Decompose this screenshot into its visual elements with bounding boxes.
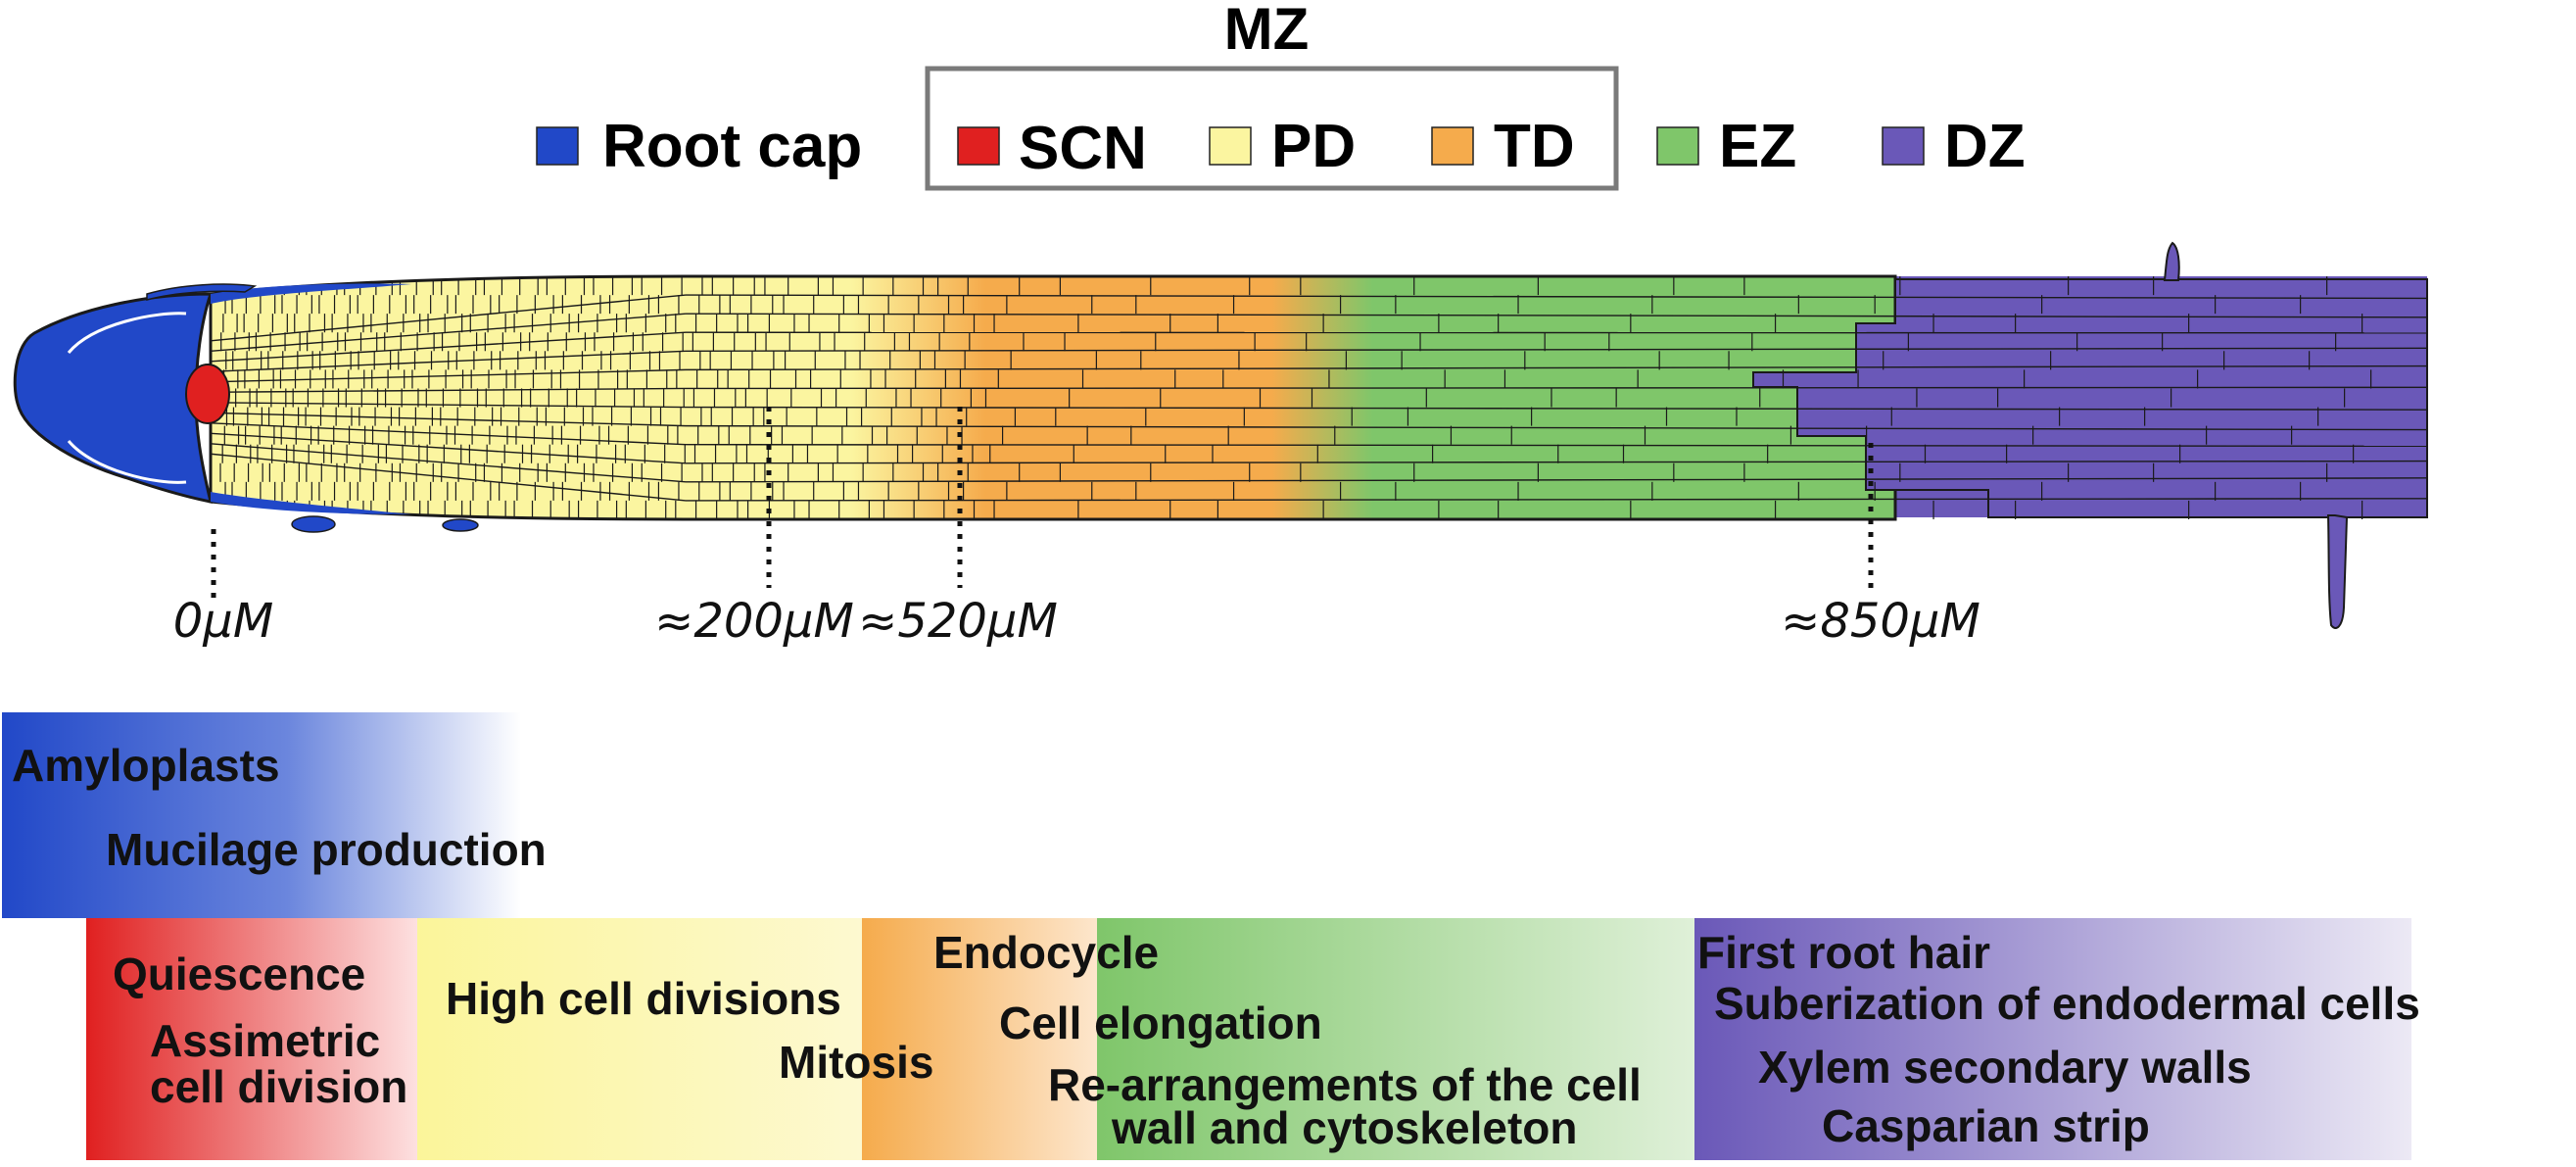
feature-assimetric: Assimetric	[150, 1015, 380, 1066]
legend-swatch-dz	[1882, 126, 1925, 166]
cell-wall	[211, 387, 687, 394]
band-ez	[1097, 918, 1694, 1160]
legend-swatch-scn	[957, 126, 1000, 166]
feature-cell-elongation: Cell elongation	[999, 997, 1322, 1048]
root-cap-lateral-bottom	[211, 492, 411, 514]
feature-high-cell-divisions: High cell divisions	[446, 973, 841, 1024]
root-illustration	[13, 241, 2428, 629]
legend-label-pd: PD	[1271, 113, 1356, 180]
legend-label-root-cap: Root cap	[602, 113, 862, 180]
band-pd	[417, 918, 862, 1160]
feature-mucilage: Mucilage production	[106, 824, 547, 875]
feature-casparian-strip: Casparian strip	[1822, 1100, 2150, 1151]
root-body	[209, 274, 1897, 521]
cell-grid	[211, 276, 2428, 519]
legend-label-td: TD	[1494, 113, 1575, 180]
cell-wall	[211, 453, 687, 502]
band-scn	[86, 918, 417, 1160]
legend-label-scn: SCN	[1019, 115, 1147, 182]
cell-wall	[685, 406, 2428, 411]
position-markers: 0μM ≈200μM ≈520μM ≈850μM	[173, 407, 1980, 649]
root-cap-layer-line	[67, 312, 187, 354]
cell-wall	[685, 477, 2428, 483]
legend-label-ez: EZ	[1719, 113, 1796, 180]
feature-first-root-hair: First root hair	[1697, 927, 1990, 978]
feature-bands: Amyloplasts Mucilage production Quiescen…	[2, 712, 2420, 1160]
cell-wall	[211, 331, 687, 363]
feature-rearrangements: Re-arrangements of the cell	[1048, 1059, 1642, 1110]
cell-wall	[685, 313, 2428, 318]
feature-endocycle: Endocycle	[933, 927, 1159, 978]
cell-wall	[685, 460, 2428, 464]
root-cap-lateral-top	[211, 283, 411, 304]
legend-swatch-root-cap	[536, 126, 579, 166]
position-label-520: ≈520μM	[858, 594, 1058, 649]
cell-wall	[685, 331, 2428, 334]
sloughed-cell	[146, 283, 258, 301]
cell-wall	[211, 368, 687, 383]
position-label-200: ≈200μM	[654, 594, 854, 649]
feature-wall-cytoskeleton: wall and cytoskeleton	[1111, 1102, 1577, 1153]
mz-box	[925, 66, 1619, 191]
band-dz	[1694, 918, 2411, 1160]
legend: MZ Root cap SCN PD TD EZ DZ	[536, 0, 2026, 191]
root-hair-bottom	[2326, 514, 2349, 629]
legend-swatch-td	[1431, 126, 1474, 166]
cell-wall	[211, 294, 687, 342]
cell-wall	[685, 386, 2428, 390]
band-td	[862, 918, 1097, 1160]
legend-label-dz: DZ	[1944, 113, 2026, 180]
root-hair-top	[2163, 241, 2180, 281]
cell-wall	[211, 443, 687, 483]
cell-wall	[685, 443, 2428, 448]
cell-wall	[685, 424, 2428, 431]
root-cap-layer-line	[67, 440, 187, 484]
cell-wall	[211, 432, 687, 464]
feature-xylem-walls: Xylem secondary walls	[1758, 1042, 2252, 1093]
cell-wall	[685, 294, 2428, 300]
sloughed-cell	[291, 515, 336, 533]
cell-wall	[211, 412, 687, 427]
sloughed-cell	[442, 518, 479, 532]
cell-wall	[685, 365, 2428, 371]
position-label-850: ≈850μM	[1781, 594, 1980, 649]
band-root-cap	[2, 712, 521, 918]
legend-swatch-ez	[1656, 126, 1699, 166]
feature-quiescence: Quiescence	[113, 948, 365, 999]
cell-wall	[211, 402, 687, 409]
feature-mitosis: Mitosis	[779, 1037, 933, 1088]
feature-suberization: Suberization of endodermal cells	[1714, 978, 2420, 1029]
feature-amyloplasts: Amyloplasts	[12, 740, 280, 791]
cell-wall	[211, 422, 687, 446]
cell-wall	[685, 498, 2428, 502]
dz-overlay	[1752, 278, 2428, 518]
feature-cell-division: cell division	[150, 1061, 407, 1112]
position-label-0: 0μM	[173, 594, 274, 649]
cell-wall	[211, 313, 687, 353]
cell-wall	[685, 347, 2428, 353]
mz-title: MZ	[1224, 0, 1310, 62]
scn-region	[185, 364, 230, 424]
legend-swatch-pd	[1209, 126, 1252, 166]
